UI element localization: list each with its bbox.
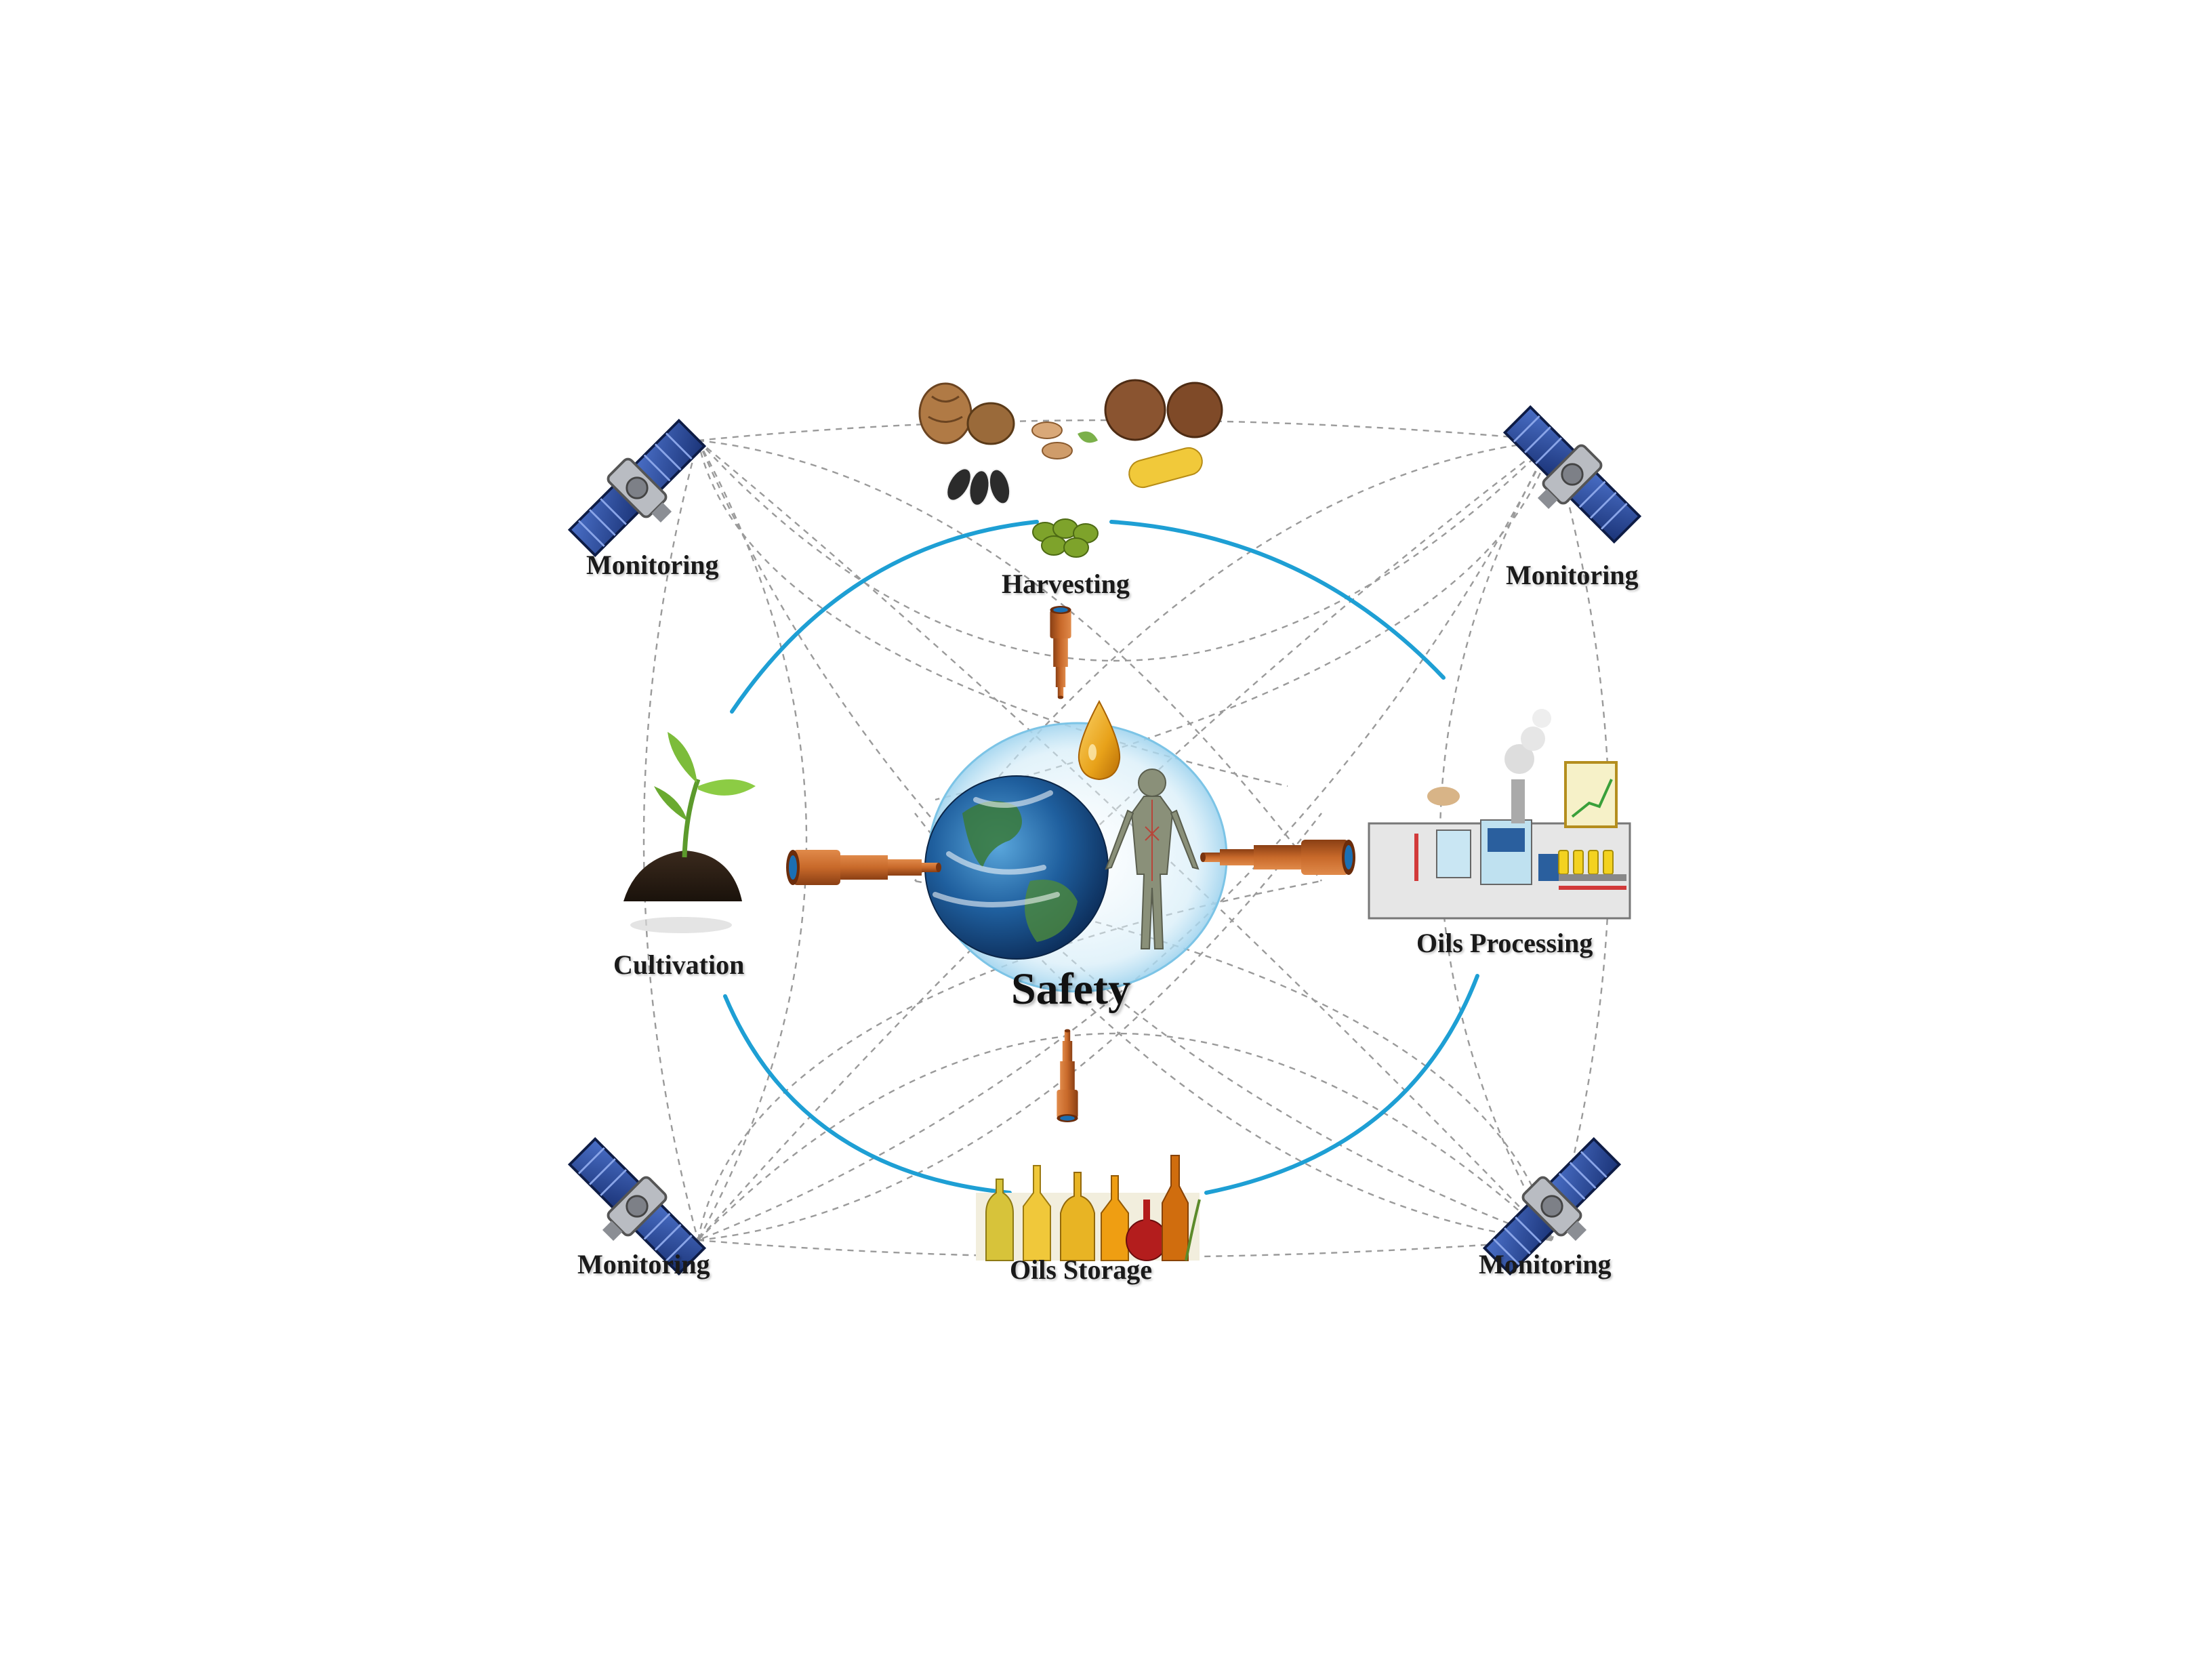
earth-globe-icon bbox=[924, 775, 1109, 960]
factory-icon bbox=[1368, 709, 1631, 920]
monitoring-satellite-top-right bbox=[1487, 398, 1649, 560]
telescope-top bbox=[1050, 606, 1071, 699]
oil-bottles-icon bbox=[976, 1155, 1201, 1261]
oil-drop-icon bbox=[1078, 699, 1121, 781]
satellite-icon bbox=[560, 411, 722, 573]
nuts-seeds-icon bbox=[918, 379, 1223, 558]
telescope-icon bbox=[1050, 606, 1071, 699]
oils-processing-label: Oils Processing bbox=[1416, 928, 1593, 958]
safety-center bbox=[924, 699, 1228, 993]
telescope-left bbox=[786, 850, 941, 885]
telescope-icon bbox=[1057, 1029, 1078, 1122]
oils-storage-label: Oils Storage bbox=[1010, 1254, 1152, 1285]
monitoring-label-top-right: Monitoring bbox=[1506, 560, 1639, 590]
telescope-icon bbox=[786, 850, 941, 885]
harvesting-label: Harvesting bbox=[1002, 569, 1130, 599]
monitoring-label-bottom-right: Monitoring bbox=[1479, 1249, 1612, 1279]
human-body-icon bbox=[1105, 769, 1200, 949]
telescope-bottom bbox=[1057, 1029, 1078, 1122]
monitoring-label-top-left: Monitoring bbox=[586, 550, 719, 580]
monitoring-satellite-top-left bbox=[560, 411, 722, 573]
cultivation-label: Cultivation bbox=[613, 949, 745, 980]
safety-ring bbox=[723, 520, 1479, 1195]
satellite-icon bbox=[1487, 398, 1649, 560]
seedling-soil-icon bbox=[623, 732, 756, 933]
monitoring-label-bottom-left: Monitoring bbox=[577, 1249, 710, 1279]
safety-label: Safety bbox=[1011, 964, 1130, 1014]
